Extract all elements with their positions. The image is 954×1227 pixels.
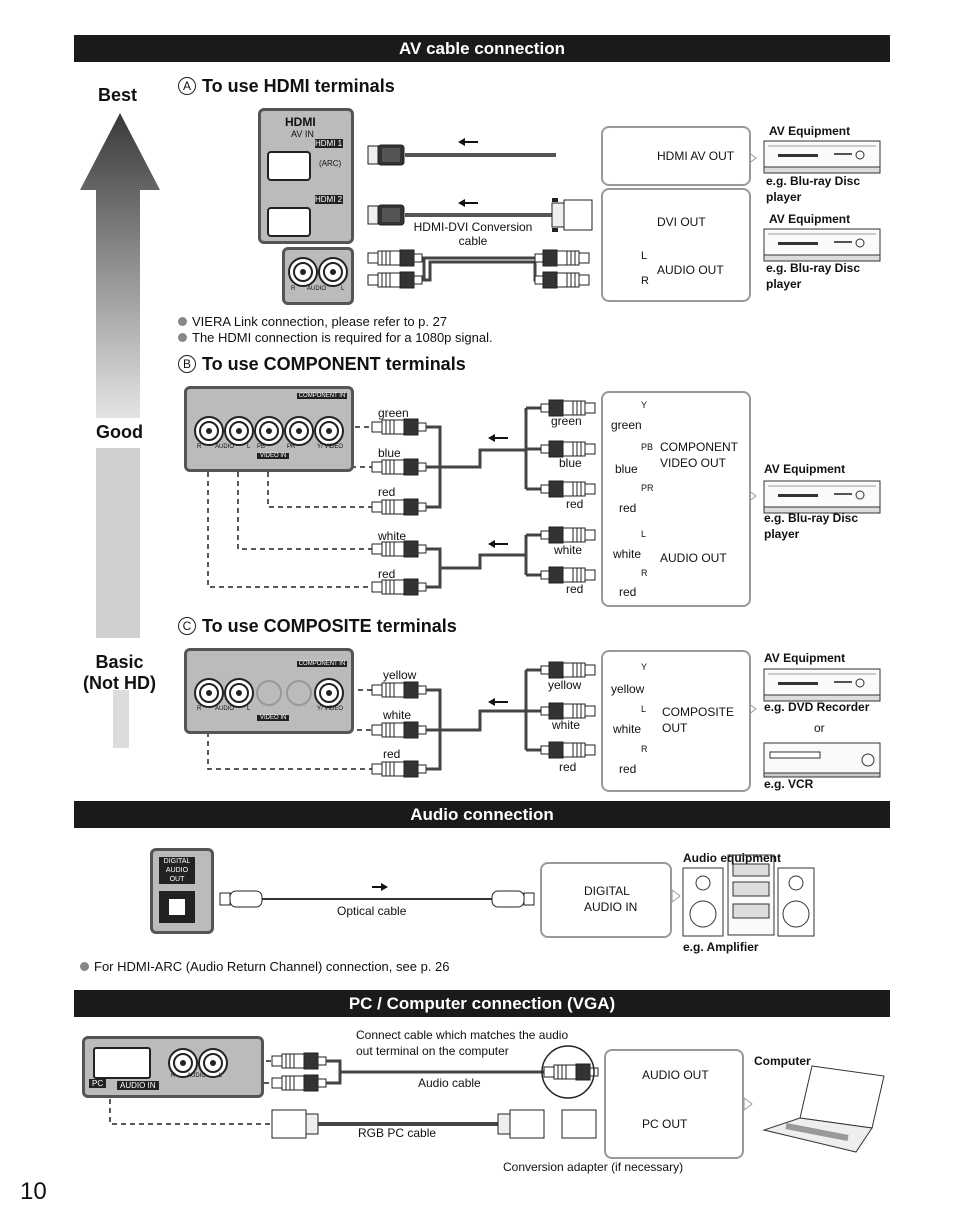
vga-port (93, 1047, 151, 1079)
laptop-device (762, 1065, 885, 1153)
hdmi-note-2: The HDMI connection is required for a 10… (178, 330, 493, 345)
audio-cable-label: Audio cable (418, 1076, 481, 1090)
audio-section-title: Audio connection (74, 801, 890, 828)
optical-cable (219, 883, 535, 908)
component-audio-cable (371, 526, 596, 596)
component-tv-panel: COMPONENT IN R AUDIO L PB PR Y/ VIDEO VI… (184, 386, 354, 472)
composite-tv-panel: COMPONENT IN R AUDIO L Y/ VIDEO VIDEO IN (184, 648, 354, 734)
hdmi2-label: HDMI 2 (315, 195, 343, 204)
hdmi1-port (267, 151, 311, 181)
hdmi-equipment1-label: AV Equipment (769, 124, 851, 138)
composite-out-box: Y yellow L white R red COMPOSITE OUT (601, 650, 751, 792)
hdmi-audio-cable (367, 249, 590, 289)
audio-equipment-label: Audio equipment (683, 851, 781, 865)
hdmi-logo: HDMI (285, 115, 316, 129)
hdmi-equipment2-label: AV Equipment (769, 212, 851, 226)
quality-arrow-top (80, 113, 160, 418)
digital-audio-panel: DIGITAL AUDIO OUT (150, 848, 214, 934)
hdmi-note-1: VIERA Link connection, please refer to p… (178, 314, 447, 329)
pc-tv-panel: PC AUDIO IN R AUDIO L (82, 1036, 264, 1098)
hdmi-dvi-conversion-label: HDMI-DVI Conversion cable (413, 220, 533, 248)
rgb-pc-cable (271, 1109, 597, 1139)
dvi-audio-out-box: DVI OUT AUDIO OUT L R (601, 188, 751, 302)
hdmi-cable-1 (367, 138, 556, 166)
hdmi-dvi-cable (367, 198, 593, 232)
amplifier-device (682, 854, 815, 937)
computer-label: Computer (754, 1054, 811, 1068)
hdmi-audio-panel: R AUDIO L (282, 247, 354, 305)
optical-cable-label: Optical cable (337, 904, 407, 918)
pc-callout: Connect cable which matches the audio ou… (356, 1028, 569, 1058)
quality-basic: Basic (Not HD) (83, 652, 156, 693)
component-out-box: Y green PB blue PR red L white R red COM… (601, 391, 751, 607)
pc-out-box: AUDIO OUT PC OUT (604, 1049, 744, 1159)
quality-best: Best (98, 85, 138, 105)
quality-good: Good (96, 422, 143, 442)
pc-section-title: PC / Computer connection (VGA) (74, 990, 890, 1017)
pc-audio-cable (271, 1045, 599, 1099)
component-equipment-label: AV Equipment (764, 462, 846, 476)
audio-note: For HDMI-ARC (Audio Return Channel) conn… (80, 959, 450, 974)
hdmi-av-out-box: HDMI AV OUT (601, 126, 751, 186)
adapter-label: Conversion adapter (if necessary) (503, 1160, 684, 1174)
av-section-title: AV cable connection (74, 35, 890, 62)
rgb-cable-label: RGB PC cable (358, 1126, 437, 1140)
hdmi-tv-panel: HDMI AV IN HDMI 1 (ARC) HDMI 2 (258, 108, 354, 244)
composite-equipment-label: AV Equipment (764, 651, 846, 665)
vcr-device (763, 742, 881, 778)
quality-arrow-bottom (113, 690, 129, 748)
hdmi1-label: HDMI 1 (315, 139, 343, 148)
component-video-cable (371, 399, 596, 516)
digital-audio-in-box: DIGITAL AUDIO IN (540, 862, 672, 938)
composite-cable (371, 661, 596, 778)
quality-arrow-mid (96, 448, 140, 638)
page-number: 10 (20, 1178, 47, 1205)
hdmi2-port (267, 207, 311, 237)
